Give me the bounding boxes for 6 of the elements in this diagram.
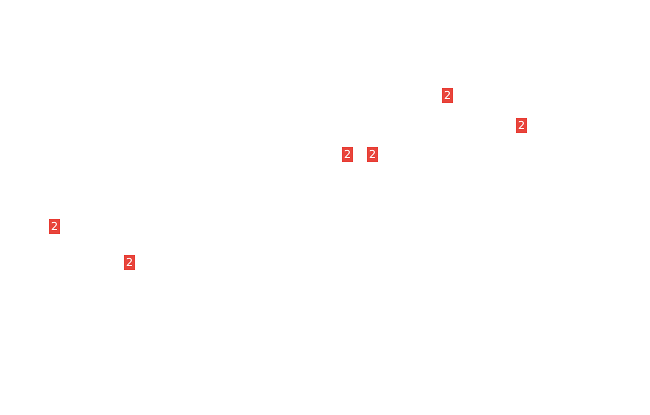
count-badge: 2 <box>124 255 135 270</box>
count-badge: 2 <box>516 118 527 133</box>
count-badge: 2 <box>442 88 453 103</box>
count-badge: 2 <box>367 147 378 162</box>
count-badge: 2 <box>49 219 60 234</box>
count-badge: 2 <box>342 147 353 162</box>
